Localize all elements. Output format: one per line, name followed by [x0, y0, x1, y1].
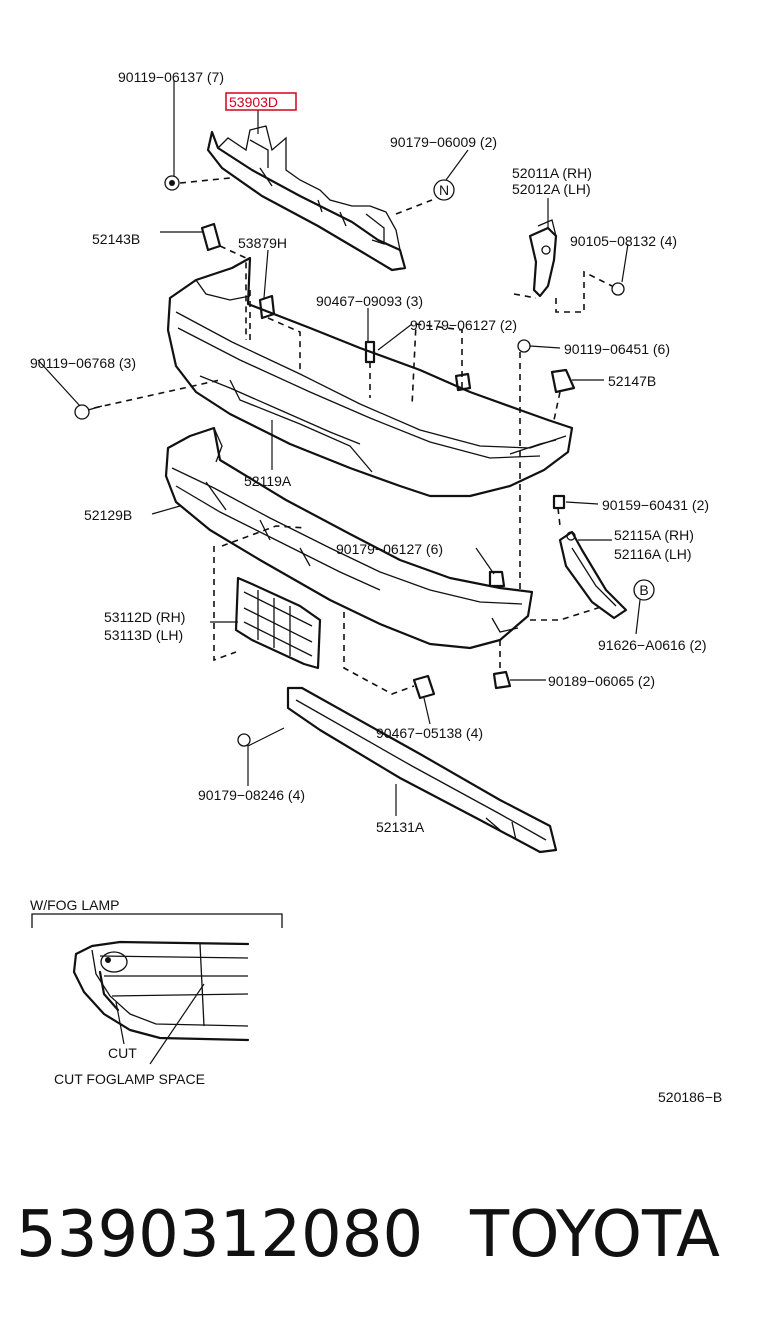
- fasteners: [74, 175, 625, 747]
- lower-grille: [234, 576, 322, 670]
- assembly-lines: [93, 177, 613, 695]
- part-label: 52131A: [376, 819, 425, 835]
- bumper-cover: [166, 256, 574, 498]
- part-label: 53113D (LH): [104, 627, 183, 643]
- part-label: 52129B: [84, 507, 132, 523]
- part-label: 53112D (RH): [104, 609, 185, 625]
- part-label: 90467−05138 (4): [376, 725, 483, 741]
- part-label: 90119−06768 (3): [30, 355, 136, 371]
- part-label: 52119A: [244, 473, 292, 489]
- part-number: 5390312080: [16, 1198, 423, 1272]
- part-label: 90105−08132 (4): [570, 233, 677, 249]
- part-label: 90159−60431 (2): [602, 497, 709, 513]
- reference-marker-b-label: B: [639, 582, 648, 598]
- bumper-lower-extension: [164, 426, 534, 650]
- part-label: 90119−06137 (7): [118, 69, 224, 85]
- part-label: 91626−A0616 (2): [598, 637, 707, 653]
- part-label: 90179−06009 (2): [390, 134, 497, 150]
- part-label: 52116A (LH): [614, 546, 692, 562]
- part-label: 52011A (RH): [512, 165, 592, 181]
- upper-support-bracket: [206, 125, 407, 272]
- part-label: 90467−09093 (3): [316, 293, 423, 309]
- inset-title: W/FOG LAMP: [30, 897, 119, 913]
- part-label: 90189−06065 (2): [548, 673, 655, 689]
- figure-code: 520186−B: [658, 1089, 722, 1105]
- bumper-stay: [558, 530, 628, 620]
- part-label: 90179−06127 (2): [410, 317, 517, 333]
- part-label: 90119−06451 (6): [564, 341, 670, 357]
- bumper-reinforcement: [286, 686, 558, 854]
- inset-cut-label: CUT: [108, 1045, 137, 1061]
- side-bracket: [528, 219, 558, 298]
- part-label: 52147B: [608, 373, 656, 389]
- part-labels: 90119−06137 (7) 53903D 90179−06009 (2) 5…: [30, 69, 709, 835]
- part-label: 52115A (RH): [614, 527, 694, 543]
- reference-marker-b: [633, 579, 655, 601]
- part-label: 90179−08246 (4): [198, 787, 305, 803]
- part-label: 52143B: [92, 231, 140, 247]
- reference-marker-n: [433, 179, 455, 201]
- leader-lines: [37, 80, 641, 816]
- part-label: 90179−06127 (6): [336, 541, 443, 557]
- part-label: 53879H: [238, 235, 287, 251]
- part-label-highlighted: 53903D: [229, 94, 278, 110]
- reference-marker-n-label: N: [439, 182, 449, 198]
- inset-caption: CUT FOGLAMP SPACE: [54, 1071, 205, 1087]
- highlight-box: [225, 92, 297, 111]
- fog-lamp-inset: W/FOG LAMP CUT CUT FOGLAMP SPACE: [30, 897, 283, 1087]
- part-label: 52012A (LH): [512, 181, 591, 197]
- brand-name: TOYOTA: [469, 1198, 720, 1272]
